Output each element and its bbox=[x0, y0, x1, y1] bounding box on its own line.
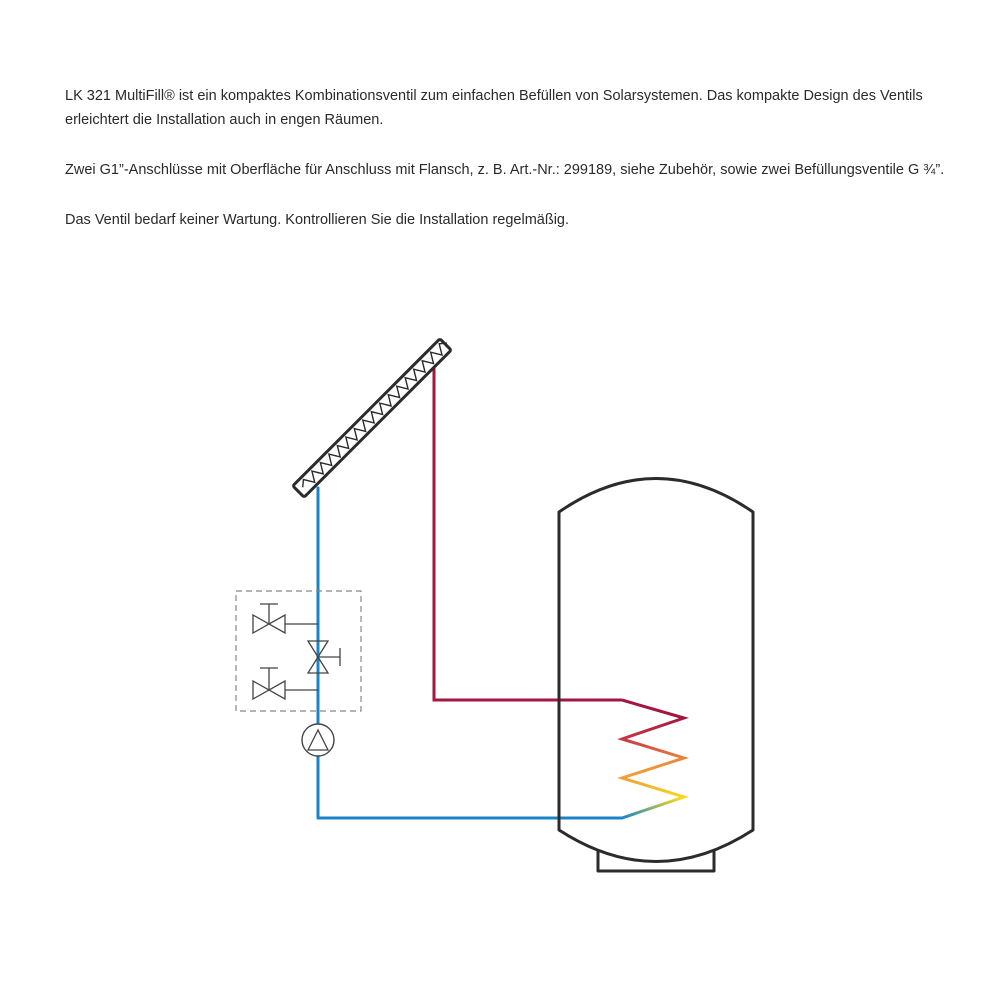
description-paragraph: Das Ventil bedarf keiner Wartung. Kontro… bbox=[65, 212, 570, 228]
flow-pipe bbox=[432, 367, 622, 702]
multifill-valve-group bbox=[235, 590, 362, 712]
product-description: LK 321 MultiFill® ist ein kompaktes Komb… bbox=[65, 84, 955, 258]
circulation-pump bbox=[301, 723, 335, 757]
description-paragraph: LK 321 MultiFill® ist ein kompaktes Komb… bbox=[65, 88, 923, 128]
shutoff-valve bbox=[306, 640, 341, 674]
storage-tank bbox=[557, 477, 755, 873]
fill-valve-lower bbox=[252, 667, 318, 701]
solar-collector bbox=[292, 338, 452, 498]
heat-exchanger-coil bbox=[617, 698, 690, 820]
fill-valve-upper bbox=[252, 603, 318, 635]
description-paragraph: Zwei G1”-Anschlüsse mit Oberfläche für A… bbox=[65, 162, 945, 178]
return-pipe-lower bbox=[316, 754, 624, 820]
